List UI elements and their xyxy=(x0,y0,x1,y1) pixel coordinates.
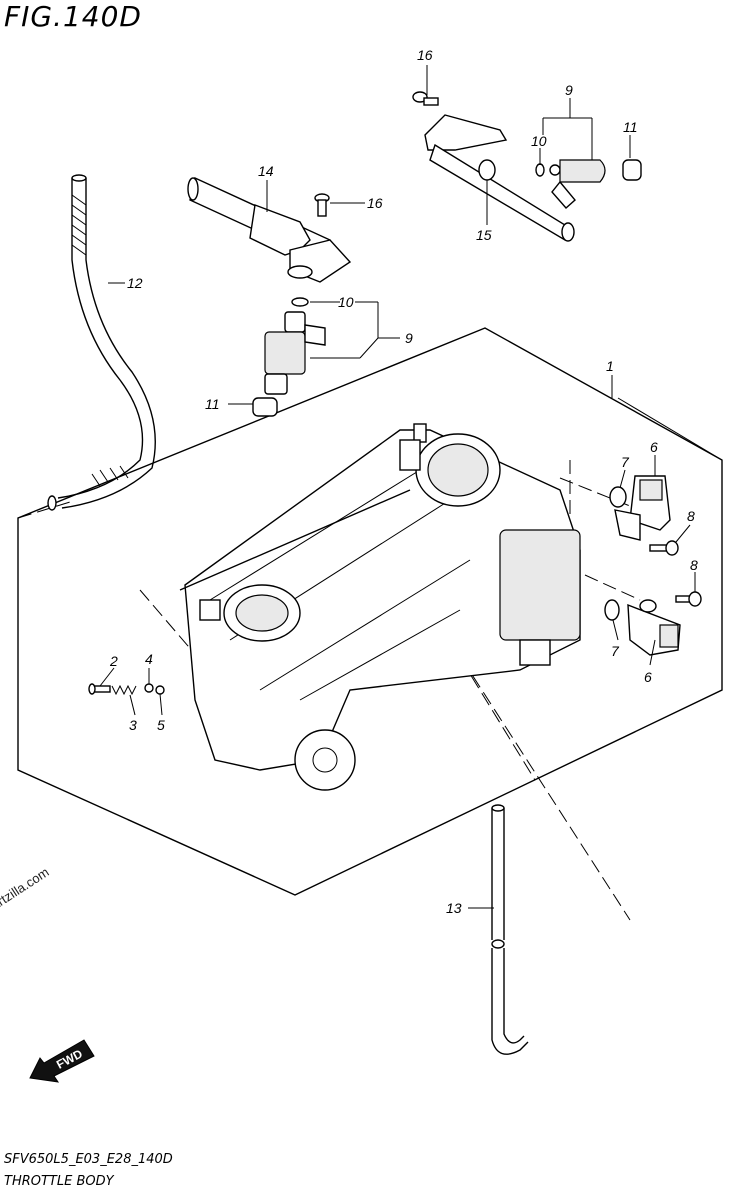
o-ring-7-upper xyxy=(609,486,627,508)
callout-4: 4 xyxy=(145,651,153,667)
cushion-11-left xyxy=(252,397,278,417)
sensor-6-lower xyxy=(627,599,681,656)
screw-16-top xyxy=(412,91,439,106)
callout-11-left: 11 xyxy=(205,396,220,412)
callout-7-upper: 7 xyxy=(621,454,630,470)
screw-2 xyxy=(88,683,111,695)
o-ring-10-left xyxy=(291,297,309,307)
model-code: SFV650L5_E03_E28_140D xyxy=(4,1152,173,1167)
screw-8-lower xyxy=(675,591,702,607)
figure-title: FIG.140D xyxy=(4,0,142,33)
callout-7-lower: 7 xyxy=(611,643,620,659)
callout-12: 12 xyxy=(127,275,143,291)
callout-6-lower: 6 xyxy=(644,669,652,685)
callout-9-top: 9 xyxy=(565,82,573,98)
fwd-arrow-icon: FWD xyxy=(29,1039,95,1083)
callout-9-left: 9 xyxy=(405,330,413,346)
callout-1: 1 xyxy=(606,358,614,374)
fuel-rail-14 xyxy=(187,177,352,283)
injector-9-left xyxy=(264,311,326,395)
o-ring-10-right xyxy=(535,163,545,177)
spring-3 xyxy=(111,684,137,696)
washer-4 xyxy=(144,683,154,693)
sensor-6-upper xyxy=(614,475,671,541)
callout-11-top: 11 xyxy=(623,119,638,135)
screw-8-upper xyxy=(649,540,679,556)
callout-2: 2 xyxy=(109,653,118,669)
fuel-rail-15 xyxy=(424,114,575,242)
callout-labels: 1 2 3 4 5 6 6 7 7 8 8 9 9 10 10 11 11 12… xyxy=(109,47,698,916)
callout-16-top: 16 xyxy=(417,47,433,63)
o-ring-5 xyxy=(155,685,165,695)
callout-15: 15 xyxy=(476,227,492,243)
callout-6-upper: 6 xyxy=(650,439,658,455)
throttle-body-assembly xyxy=(179,423,581,791)
callout-leaders xyxy=(99,65,723,909)
injector-9-right xyxy=(549,159,606,209)
callout-5: 5 xyxy=(157,717,165,733)
callout-3: 3 xyxy=(129,717,137,733)
screw-16-left xyxy=(314,193,330,217)
callout-16-left: 16 xyxy=(367,195,383,211)
callout-13: 13 xyxy=(446,900,462,916)
callout-8-upper: 8 xyxy=(687,508,695,524)
hose-12 xyxy=(47,174,156,511)
assembly-frame xyxy=(17,327,723,896)
callout-10-left: 10 xyxy=(338,294,354,310)
callout-8-lower: 8 xyxy=(690,557,698,573)
hose-13 xyxy=(491,804,529,1055)
o-ring-7-lower xyxy=(604,599,620,621)
callout-10-top: 10 xyxy=(531,133,547,149)
diagram-name: THROTTLE BODY xyxy=(4,1174,114,1189)
callout-14: 14 xyxy=(258,163,274,179)
dashed-leaders xyxy=(17,460,641,921)
cushion-11-right xyxy=(622,159,642,181)
